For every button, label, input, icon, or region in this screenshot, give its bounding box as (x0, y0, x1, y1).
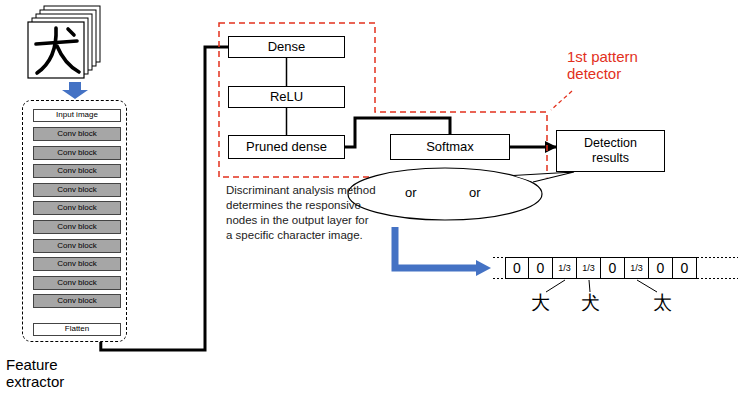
box-label: Conv block (57, 204, 97, 213)
handwritten-character (36, 28, 79, 73)
box-label: Dense (268, 40, 306, 54)
layer-box: Input image (33, 109, 121, 122)
box-label: Conv block (57, 149, 97, 158)
array-cell: 0 (601, 257, 625, 279)
speech-bubble: or or (347, 166, 543, 222)
box-label: Conv block (57, 260, 97, 269)
box-label: ReLU (270, 90, 303, 104)
box-label: Conv block (57, 167, 97, 176)
or-text: or (405, 185, 417, 200)
layer-box: Dense (228, 36, 345, 58)
flow-arrow (395, 227, 478, 268)
bubble-outline (348, 168, 542, 220)
box-label: Softmax (426, 140, 474, 154)
box-label: Conv block (57, 279, 97, 288)
box-label: Conv block (57, 242, 97, 251)
layer-box: Softmax (390, 134, 510, 160)
box-label: Conv block (57, 223, 97, 232)
conv-block: Conv block (33, 294, 121, 308)
array-ellipsis (493, 258, 738, 279)
box-label: Conv block (57, 186, 97, 195)
region-label: 1st pattern detector (567, 48, 667, 83)
character-label: 太 (653, 293, 672, 314)
array-cell: 0 (649, 257, 673, 279)
box-label: Flatten (65, 325, 89, 334)
character-label: 犬 (581, 293, 600, 314)
array-cell: 0 (529, 257, 553, 279)
character-label: 大 (531, 293, 550, 314)
annotation-text: Discriminant analysis method determines … (226, 183, 376, 243)
bubble-tail (513, 172, 574, 182)
array-cell: 0 (673, 257, 697, 279)
conv-block: Conv block (33, 239, 121, 253)
conv-block: Conv block (33, 201, 121, 215)
image-card (28, 22, 84, 78)
box-label: Pruned dense (246, 140, 327, 154)
flow-arrow (62, 82, 88, 99)
connector (510, 146, 556, 149)
group-label: Feature extractor (6, 356, 84, 391)
flow-arrow (476, 260, 491, 276)
conv-block: Conv block (33, 183, 121, 197)
box-label: Conv block (57, 130, 97, 139)
conv-block: Conv block (33, 220, 121, 234)
array-cell: 1/3 (577, 257, 601, 279)
layer-box: Flatten (33, 323, 121, 336)
layer-box: Pruned dense (228, 135, 345, 159)
feature-extractor: Feature extractorInput imageConv blockCo… (22, 100, 127, 342)
array-cell: 1/3 (553, 257, 577, 279)
conv-block: Conv block (33, 164, 121, 178)
conv-block: Conv block (33, 146, 121, 160)
layer-box: ReLU (228, 86, 345, 108)
result-box: Detection results (556, 130, 665, 172)
array-cell: 0 (505, 257, 529, 279)
pattern-detector-region: 1st pattern detectorDenseReLUPruned dens… (218, 22, 548, 178)
leader-line (546, 280, 657, 292)
conv-block: Conv block (33, 257, 121, 271)
connector (286, 58, 288, 86)
conv-block: Conv block (33, 127, 121, 141)
or-text: or (469, 185, 481, 200)
region-outline (219, 23, 547, 177)
connector (286, 108, 288, 135)
leader-line (551, 91, 572, 110)
box-label: Input image (56, 111, 98, 120)
conv-block: Conv block (33, 276, 121, 290)
array-cell: 1/3 (625, 257, 649, 279)
box-label: Detection results (571, 136, 651, 166)
bubble-outline (347, 166, 543, 222)
box-label: Conv block (57, 297, 97, 306)
